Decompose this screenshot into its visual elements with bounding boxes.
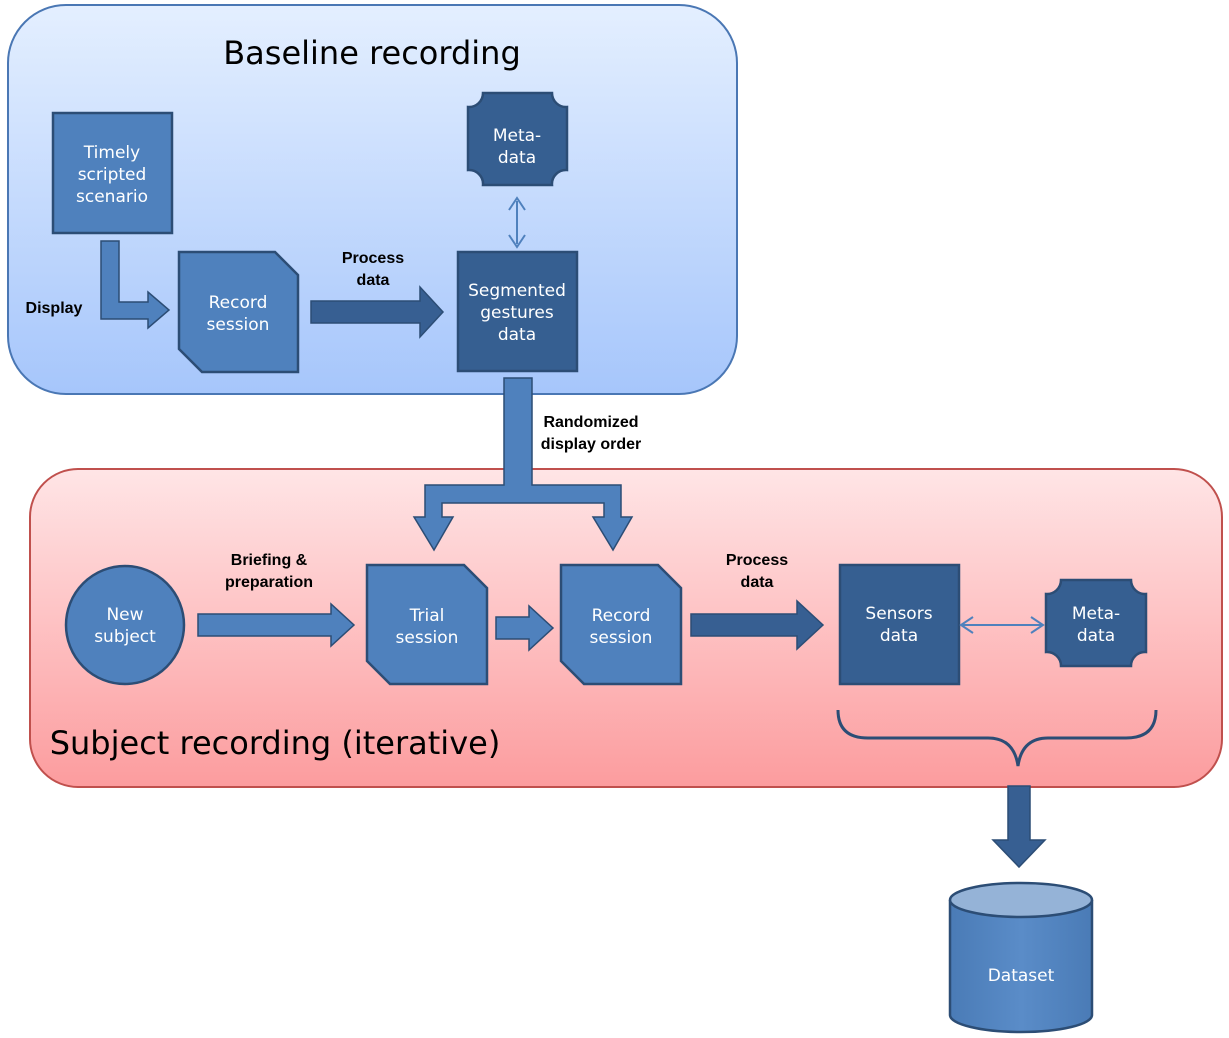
trial-session-node — [365, 563, 489, 686]
sensors-data-node — [838, 563, 961, 686]
record-session-top-node-label-line-1: Record — [209, 293, 268, 313]
record-session-bottom-node-label-line-1: Record — [592, 606, 651, 626]
metadata-top-node — [466, 91, 569, 187]
dataset-node-label-line-1: Dataset — [988, 966, 1055, 986]
trial-to-record-arrow — [495, 604, 555, 652]
process-data-label-top-line-2: data — [357, 272, 390, 289]
display-arrow — [100, 240, 171, 330]
scenario-node-label-line-1: Timely — [83, 143, 140, 163]
metadata-top-node-label: Meta-data — [493, 126, 541, 168]
record-session-top-node — [177, 250, 300, 374]
segmented-gestures-node — [456, 250, 579, 373]
process-data-label-bottom: Process data — [726, 552, 788, 591]
sensors-data-node-label-line-1: Sensors — [865, 604, 932, 624]
scenario-node-label-line-3: scenario — [76, 187, 148, 207]
scenario-node-label-line-2: scripted — [78, 165, 147, 185]
new-subject-node-label-line-1: New — [106, 605, 143, 625]
metadata-top-node-label-line-2: data — [498, 148, 536, 168]
record-session-top-node-label-line-2: session — [207, 315, 270, 335]
process-data-label-top-line-1: Process — [342, 250, 404, 267]
scenario-node — [51, 111, 174, 235]
randomized-split-arrow — [412, 377, 634, 552]
process-data-arrow-bottom — [690, 599, 825, 651]
metadata-bottom-node — [1044, 578, 1148, 668]
process-data-label-bottom-line-1: Process — [726, 552, 788, 569]
randomized-label-line-2: display order — [541, 436, 641, 453]
subject-panel-title: Subject recording (iterative) — [50, 724, 501, 762]
sensors-data-node-label-line-2: data — [880, 626, 918, 646]
metadata-bottom-node-label-line-2: data — [1077, 626, 1115, 646]
metadata-link-arrow-top — [508, 196, 526, 249]
dataset-brace — [836, 709, 1158, 767]
process-data-arrow-top — [310, 285, 445, 339]
display-label-line-1: Display — [26, 300, 83, 317]
briefing-label: Briefing & preparation — [225, 552, 313, 591]
randomized-label: Randomized display order — [541, 414, 641, 453]
dataset-node-label: Dataset — [988, 966, 1055, 986]
segmented-gestures-node-label-line-3: data — [498, 325, 536, 345]
briefing-arrow — [197, 602, 356, 648]
metadata-top-node-label-line-1: Meta- — [493, 126, 541, 146]
trial-session-node-label-line-2: session — [396, 628, 459, 648]
trial-session-node-label-line-1: Trial — [409, 606, 445, 626]
randomized-label-line-1: Randomized — [543, 414, 638, 431]
segmented-gestures-node-label-line-1: Segmented — [468, 281, 566, 301]
briefing-label-line-2: preparation — [225, 574, 313, 591]
process-data-label-bottom-line-2: data — [741, 574, 774, 591]
baseline-panel-title: Baseline recording — [223, 34, 521, 72]
dataset-node — [948, 881, 1094, 1034]
dataset-arrow — [991, 785, 1047, 869]
record-session-bottom-node-label-line-2: session — [590, 628, 653, 648]
metadata-link-arrow-bottom — [959, 616, 1045, 634]
record-session-bottom-node — [559, 563, 683, 686]
process-data-label-top: Process data — [342, 250, 404, 289]
segmented-gestures-node-label-line-2: gestures — [480, 303, 554, 323]
display-label: Display — [26, 300, 83, 317]
new-subject-node-label-line-2: subject — [94, 627, 156, 647]
new-subject-node — [64, 564, 186, 686]
metadata-bottom-node-label-line-1: Meta- — [1072, 604, 1120, 624]
metadata-bottom-node-label: Meta-data — [1072, 604, 1120, 646]
briefing-label-line-1: Briefing & — [231, 552, 308, 569]
